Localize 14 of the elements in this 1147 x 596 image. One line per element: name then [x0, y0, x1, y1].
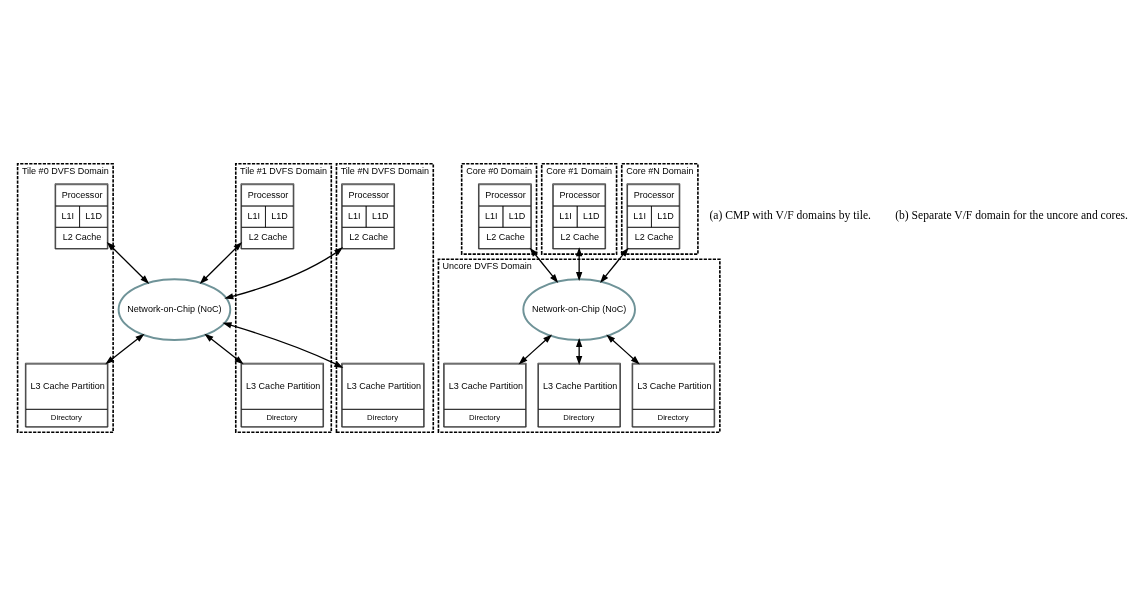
arrow — [529, 247, 559, 284]
arrow — [224, 247, 344, 300]
arrow — [105, 333, 145, 365]
arrow — [222, 322, 344, 369]
label: (a) CMP with V/F domains by tile. — [709, 209, 871, 223]
arrow — [204, 333, 244, 365]
arrow — [576, 247, 583, 282]
arrow — [518, 334, 553, 365]
arrow — [106, 241, 150, 284]
arrow — [600, 247, 629, 284]
arrow — [606, 334, 640, 365]
arrow — [199, 241, 243, 284]
arrow — [576, 338, 583, 366]
label: (b) Separate V/F domain for the uncore and cores. — [895, 209, 1129, 223]
